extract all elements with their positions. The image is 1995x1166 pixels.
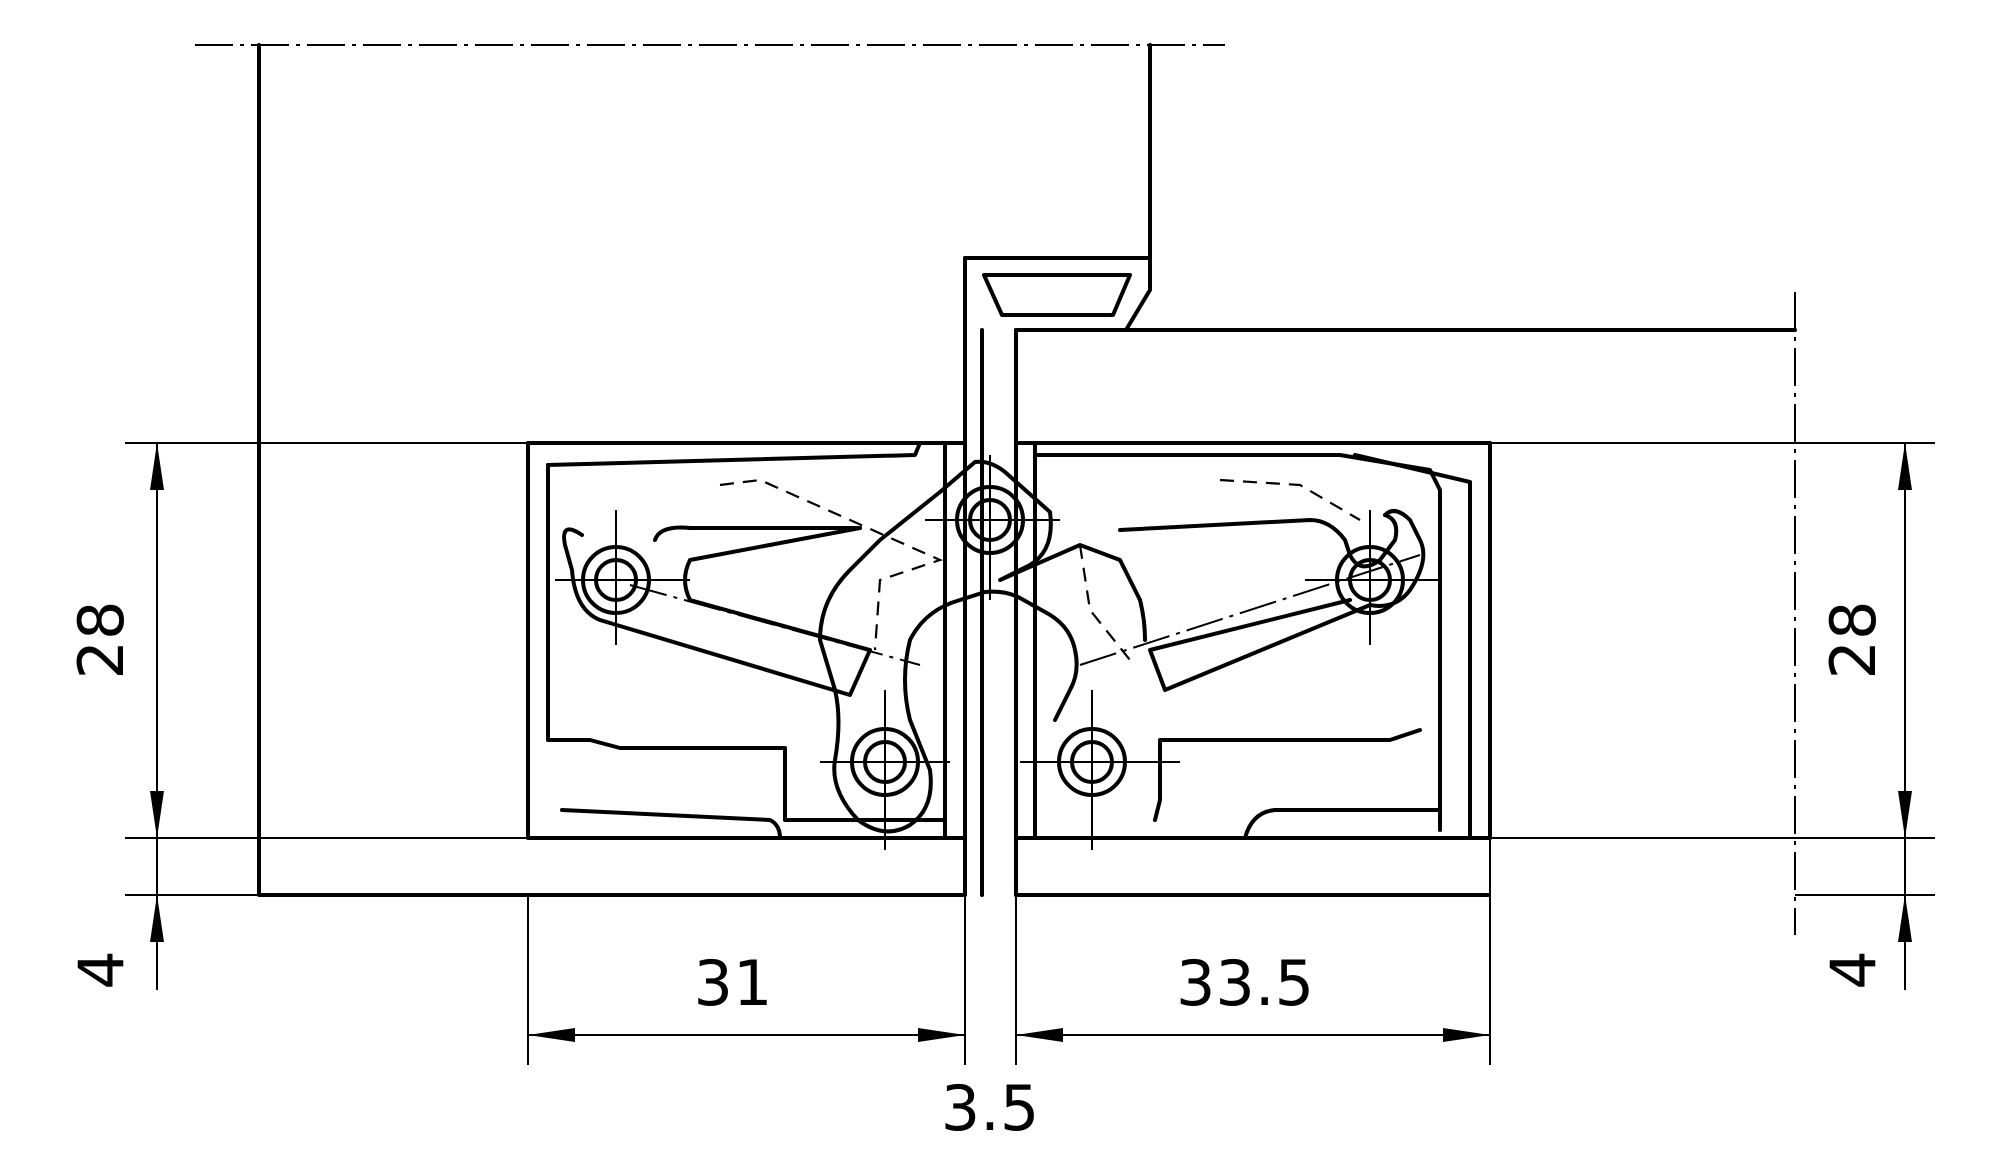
hinge-cap [963, 256, 1152, 897]
dimension-33-5 [1016, 1028, 1490, 1042]
hinge-body-left [526, 441, 967, 840]
dim-label-height-right: 28 [1817, 601, 1890, 680]
dim-label-width-left: 31 [694, 947, 773, 1020]
center-lines [555, 455, 1440, 850]
dimension-28-left [150, 443, 164, 838]
dim-label-offset-right: 4 [1817, 950, 1890, 989]
dimension-4-left [150, 838, 164, 990]
frame-outline [195, 43, 1797, 935]
dimension-31 [528, 1028, 965, 1042]
arm-left [562, 478, 944, 697]
dim-label-offset-left: 4 [65, 950, 138, 989]
extension-lines [125, 442, 1935, 1065]
hinge-body-right [1014, 441, 1492, 840]
dim-label-gap: 3.5 [941, 1072, 1040, 1145]
dimension-28-right [1898, 443, 1912, 838]
dim-label-height-left: 28 [65, 601, 138, 680]
arm-right [1078, 478, 1426, 692]
dimension-4-right [1898, 838, 1912, 990]
dim-label-width-right: 33.5 [1176, 947, 1314, 1020]
